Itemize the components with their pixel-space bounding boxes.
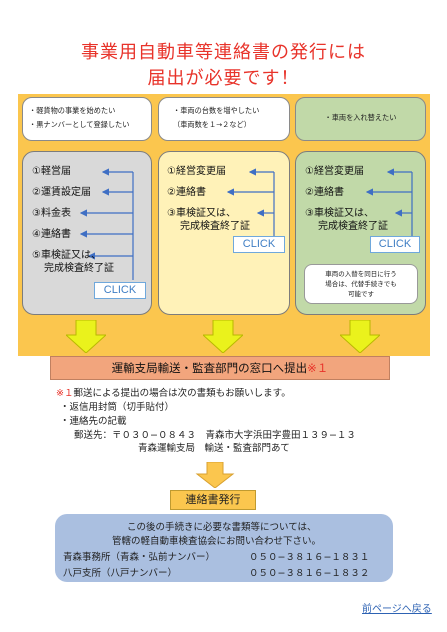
submit-mark: ※１ [307,361,329,375]
condition-new-business: ・軽貨物の事業を始めたい ・黒ナンバーとして登録したい [22,97,152,141]
note-line: 場合は、代替手続きでも [325,280,397,288]
condition-add-vehicles: ・車両の台数を増やしたい （車両数を１→２など） [158,97,290,141]
down-arrow-icon [203,320,243,353]
info-line: この後の手続きに必要な書類等については、 [127,522,317,533]
mail-line: ・返信用封筒（切手貼付） [60,402,175,413]
note-line: 可能です [348,290,374,298]
issue-banner: 連絡書発行 [170,490,256,510]
mail-address: 郵送先：〒０３０−０８４３ 青森市大字浜田字豊田１３９−１３ [74,430,356,441]
doc-item: ②運賃設定届 [32,187,91,198]
doc-item: 完成検査終了証 [180,221,250,232]
doc-item: 完成検査終了証 [318,221,388,232]
info-line: 管轄の軽自動車検査協会にお問い合わせ下さい。 [112,536,322,547]
condition-text: ・黒ナンバーとして登録したい [29,120,130,129]
mail-line: ・連絡先の記載 [60,416,127,427]
page-title-line2: 届出が必要です！ [147,68,300,89]
condition-text: ・車両を入れ替えたい [324,113,397,122]
click-button-replace[interactable]: CLICK [370,236,420,253]
office-phone: ０５０−３８１６−１８３１ [249,552,370,563]
submit-banner: 運輸支局輸送・監査部門の窓口へ提出※１ [50,356,390,380]
doc-item: ①経営変更届 [167,166,226,177]
down-arrow-icon [66,320,106,353]
doc-item: ③車検証又は、 [305,208,374,219]
page-title-line1: 事業用自動車等連絡書の発行には [81,42,366,63]
down-arrow-icon [195,462,235,488]
office-phone: ０５０−３８１６−１８３２ [249,568,370,579]
mail-instructions: ※１郵送による提出の場合は次の書類もお願いします。 ・返信用封筒（切手貼付） ・… [52,384,392,461]
contact-info: この後の手続きに必要な書類等については、 管轄の軽自動車検査協会にお問い合わせ下… [55,514,393,582]
office-name: 青森事務所（青森・弘前ナンバー） [63,552,216,563]
doc-item: 完成検査終了証 [44,263,114,274]
doc-item: ③車検証又は、 [167,208,236,219]
condition-text: ・車両の台数を増やしたい [173,106,260,115]
mail-line: ※１郵送による提出の場合は次の書類もお願いします。 [56,388,291,401]
office-name: 八戸支所（八戸ナンバー） [63,568,178,579]
replace-note: 車両の入替を同日に行う 場合は、代替手続きでも 可能です [304,264,418,304]
condition-text: ・軽貨物の事業を始めたい [29,106,116,115]
click-button-add[interactable]: CLICK [233,236,285,253]
mail-recipient: 青森運輸支局 輸送・監査部門あて [138,443,290,454]
doc-item: ②連絡書 [305,187,344,198]
down-arrow-icon [340,320,380,353]
condition-text: （車両数を１→２など） [173,120,251,129]
doc-item: ②連絡書 [167,187,206,198]
mail-line-text: 郵送による提出の場合は次の書類もお願いします。 [73,388,291,399]
back-link[interactable]: 前ページへ戻る [362,604,432,615]
doc-item: ④連絡書 [32,229,71,240]
doc-item: ①軽営届 [32,166,71,177]
column-box-add [158,151,290,315]
note-line: 車両の入替を同日に行う [325,270,397,278]
click-button-new[interactable]: CLICK [94,282,146,299]
doc-item: ③料金表 [32,208,71,219]
condition-replace-vehicles: ・車両を入れ替えたい [295,97,426,141]
doc-item: ⑤車検証又は、 [32,250,101,261]
doc-item: ①経営変更届 [305,166,364,177]
submit-text: 運輸支局輸送・監査部門の窓口へ提出 [111,361,308,375]
mail-mark: ※１ [56,388,74,399]
